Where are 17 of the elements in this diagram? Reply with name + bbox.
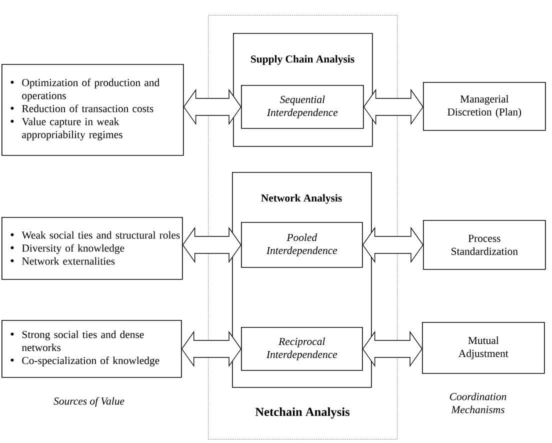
column-label: Coordination Mechanisms <box>450 392 506 414</box>
double-arrow <box>182 226 242 263</box>
process-box: Managerial Discretion (Plan) <box>423 82 546 131</box>
process-box: Sequential Interdependence <box>241 85 364 129</box>
bullet-list-box: Weak social ties and structural roles Diversity of knowledge Network externalities <box>2 216 183 280</box>
double-arrow <box>362 330 422 367</box>
process-box: Mutual Adjustment <box>422 322 545 374</box>
process-box: Reciprocal Interdependence <box>241 327 363 371</box>
double-arrow <box>183 88 242 125</box>
double-arrow <box>181 330 242 367</box>
process-box: Pooled Interdependence <box>241 222 363 268</box>
bullet-list-box: Optimization of production and operations Reduction of transaction costs Value capture in weak appropriability regimes <box>2 64 184 156</box>
double-arrow <box>362 226 424 263</box>
double-arrow <box>363 88 424 125</box>
column-label: Sources of Value <box>54 397 124 407</box>
bullet-list-box: Strong social ties and dense networks Co-specialization of knowledge <box>2 320 182 378</box>
process-box: Process Standardization <box>423 220 546 270</box>
